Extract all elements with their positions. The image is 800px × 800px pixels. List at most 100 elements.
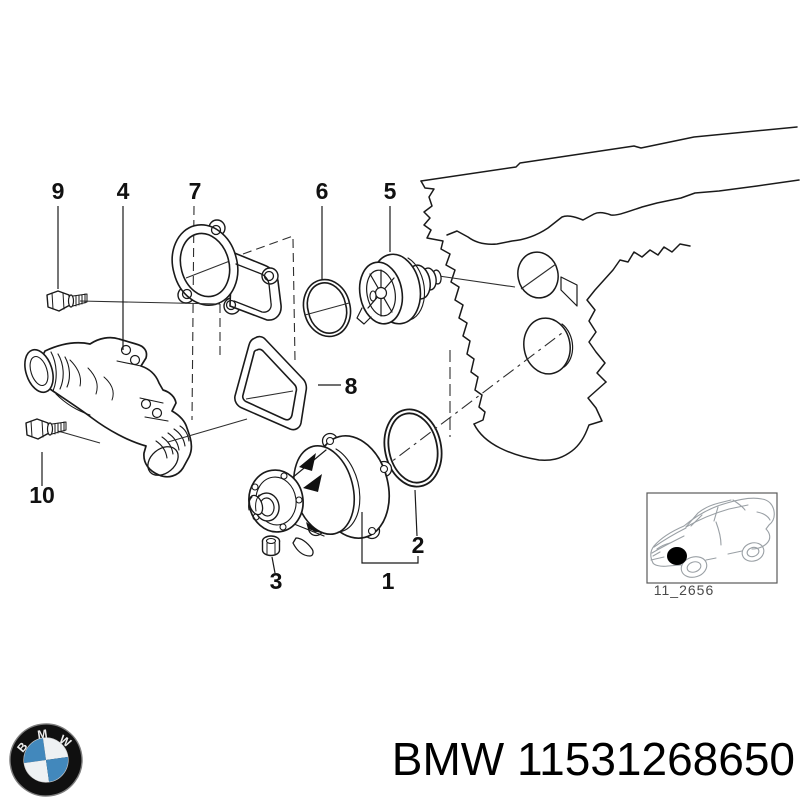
- callout-7: 7: [189, 178, 202, 204]
- bolt-9-facets: [51, 292, 65, 310]
- bolt-10-threads: [51, 421, 67, 435]
- axis-bolt-9: [79, 300, 221, 305]
- gasket-8: [234, 335, 308, 431]
- car-rear-wheel: [741, 542, 765, 562]
- leader-line-2: [414, 489, 418, 537]
- housing-4-drawing: [24, 336, 193, 478]
- car-front-wheel: [680, 556, 708, 578]
- engine-block-drawing: [420, 126, 800, 461]
- gasket-7-lobe-inner: [233, 263, 272, 313]
- engine-block-left-edge: [420, 180, 486, 425]
- callout-3: 3: [270, 568, 283, 594]
- axis-pump-to-lower-bore: [357, 329, 567, 488]
- housing-bolt-hole-4: [151, 407, 163, 419]
- pump-drain-tab: [292, 537, 314, 557]
- leader-bracket-1: [361, 512, 419, 564]
- engine-block-upper-bore: [517, 251, 559, 299]
- housing-pipe-mouth-inner: [29, 355, 49, 387]
- axis-dash-gasket-7: [242, 235, 294, 255]
- car-sketch: [650, 497, 775, 578]
- o-ring-6-drawing: [302, 278, 352, 338]
- callout-2: 2: [412, 532, 425, 558]
- axis-housing-flange: [167, 418, 248, 443]
- housing-surface-lines: [55, 359, 114, 416]
- engine-block-lower-bore-wall: [561, 323, 574, 368]
- engine-block-face-boundary: [586, 243, 691, 383]
- gasket-7-hole-lobe: [263, 270, 275, 282]
- pump-shadow-1: [299, 453, 316, 471]
- housing-bolt-hole-3: [140, 398, 152, 410]
- bolt-10-head: [25, 418, 50, 440]
- logo-quadrant-ne: [42, 738, 68, 760]
- o-ring-2: [383, 408, 443, 488]
- axis-slash-upper-bore: [520, 263, 557, 290]
- engine-block-top-edge: [420, 126, 798, 182]
- axis-vertical-gaskets: [292, 238, 296, 362]
- pump-ear-hole-1: [325, 436, 335, 446]
- engine-block-lower-bore: [523, 317, 571, 375]
- thermostat-body-shading: [407, 257, 426, 321]
- pump-ear-hole-2: [379, 464, 389, 474]
- car-beltline: [685, 504, 749, 528]
- logo-quadrant-nw: [24, 738, 46, 764]
- thermostat-flange-inner: [366, 269, 396, 317]
- axis-slash-o-ring-6: [304, 302, 350, 316]
- part-number-text: BMW 11531268650: [392, 733, 795, 785]
- plug-3-facets: [266, 542, 276, 555]
- engine-block-slot: [560, 276, 578, 307]
- car-window-lines: [690, 499, 746, 527]
- axis-bolt-10: [57, 430, 101, 444]
- thermostat-5-drawing: [356, 253, 442, 325]
- o-ring-2-drawing: [357, 329, 567, 488]
- axis-slash-gasket-8: [245, 390, 294, 400]
- axis-thermostat-to-bore: [431, 274, 516, 288]
- logo-quadrant-sw: [24, 760, 50, 782]
- car-a-pillar-roof: [685, 499, 732, 528]
- leader-line-7: [191, 205, 195, 421]
- bolt-9-threads: [72, 293, 88, 307]
- part-location-dot: [667, 547, 687, 565]
- housing-bolt-hole-1: [120, 344, 132, 356]
- pump-shadow-2: [306, 522, 324, 534]
- housing-ear-plates: [116, 360, 169, 422]
- gasket-7-ring: [171, 224, 239, 306]
- construction-lines: [185, 205, 296, 421]
- car-front-details: [650, 542, 671, 561]
- axis-slash-gasket-7: [185, 258, 236, 279]
- pump-disc-hole-2: [251, 483, 259, 491]
- pump-volute-shading: [335, 448, 361, 533]
- callout-6: 6: [316, 178, 329, 204]
- fasteners: [25, 290, 281, 557]
- bmw-logo-icon: B M W: [9, 723, 83, 797]
- callout-4: 4: [117, 178, 130, 204]
- bolt-9-washer: [67, 294, 75, 308]
- car-door-trunk-lines: [715, 511, 771, 546]
- bolt-9-head: [46, 290, 71, 312]
- logo-letter-m: M: [36, 727, 48, 742]
- gasket-7-hole-left: [181, 288, 193, 300]
- bolt-10-washer: [46, 422, 54, 436]
- pump-shadow-3: [303, 474, 322, 492]
- car-sill-line: [652, 550, 743, 567]
- callout-9: 9: [52, 178, 65, 204]
- gasket-8-drawing: [234, 335, 308, 431]
- inset-code-label: 11_2656: [654, 582, 714, 598]
- callout-10: 10: [29, 482, 55, 508]
- pump-disc-hole-4: [279, 523, 287, 531]
- callout-labels: 9 4 7 6 5 8 10 2 3 1: [29, 178, 424, 594]
- housing-body: [36, 336, 193, 478]
- pump-disc-hole-1: [280, 472, 288, 480]
- housing-bolt-hole-2: [129, 354, 141, 366]
- car-front-wheel-hub: [686, 561, 702, 573]
- bolt-10-facets: [30, 420, 44, 438]
- pump-ear-hole-3: [367, 526, 377, 536]
- leader-line-3: [271, 556, 276, 574]
- gasket-7-hole-bottom: [225, 299, 237, 311]
- callout-8: 8: [345, 373, 358, 399]
- pump-shaft-threads: [248, 494, 260, 512]
- thermostat-hub: [374, 286, 388, 300]
- housing-neck-mouth: [147, 446, 179, 476]
- water-pump-drawing: [248, 432, 393, 557]
